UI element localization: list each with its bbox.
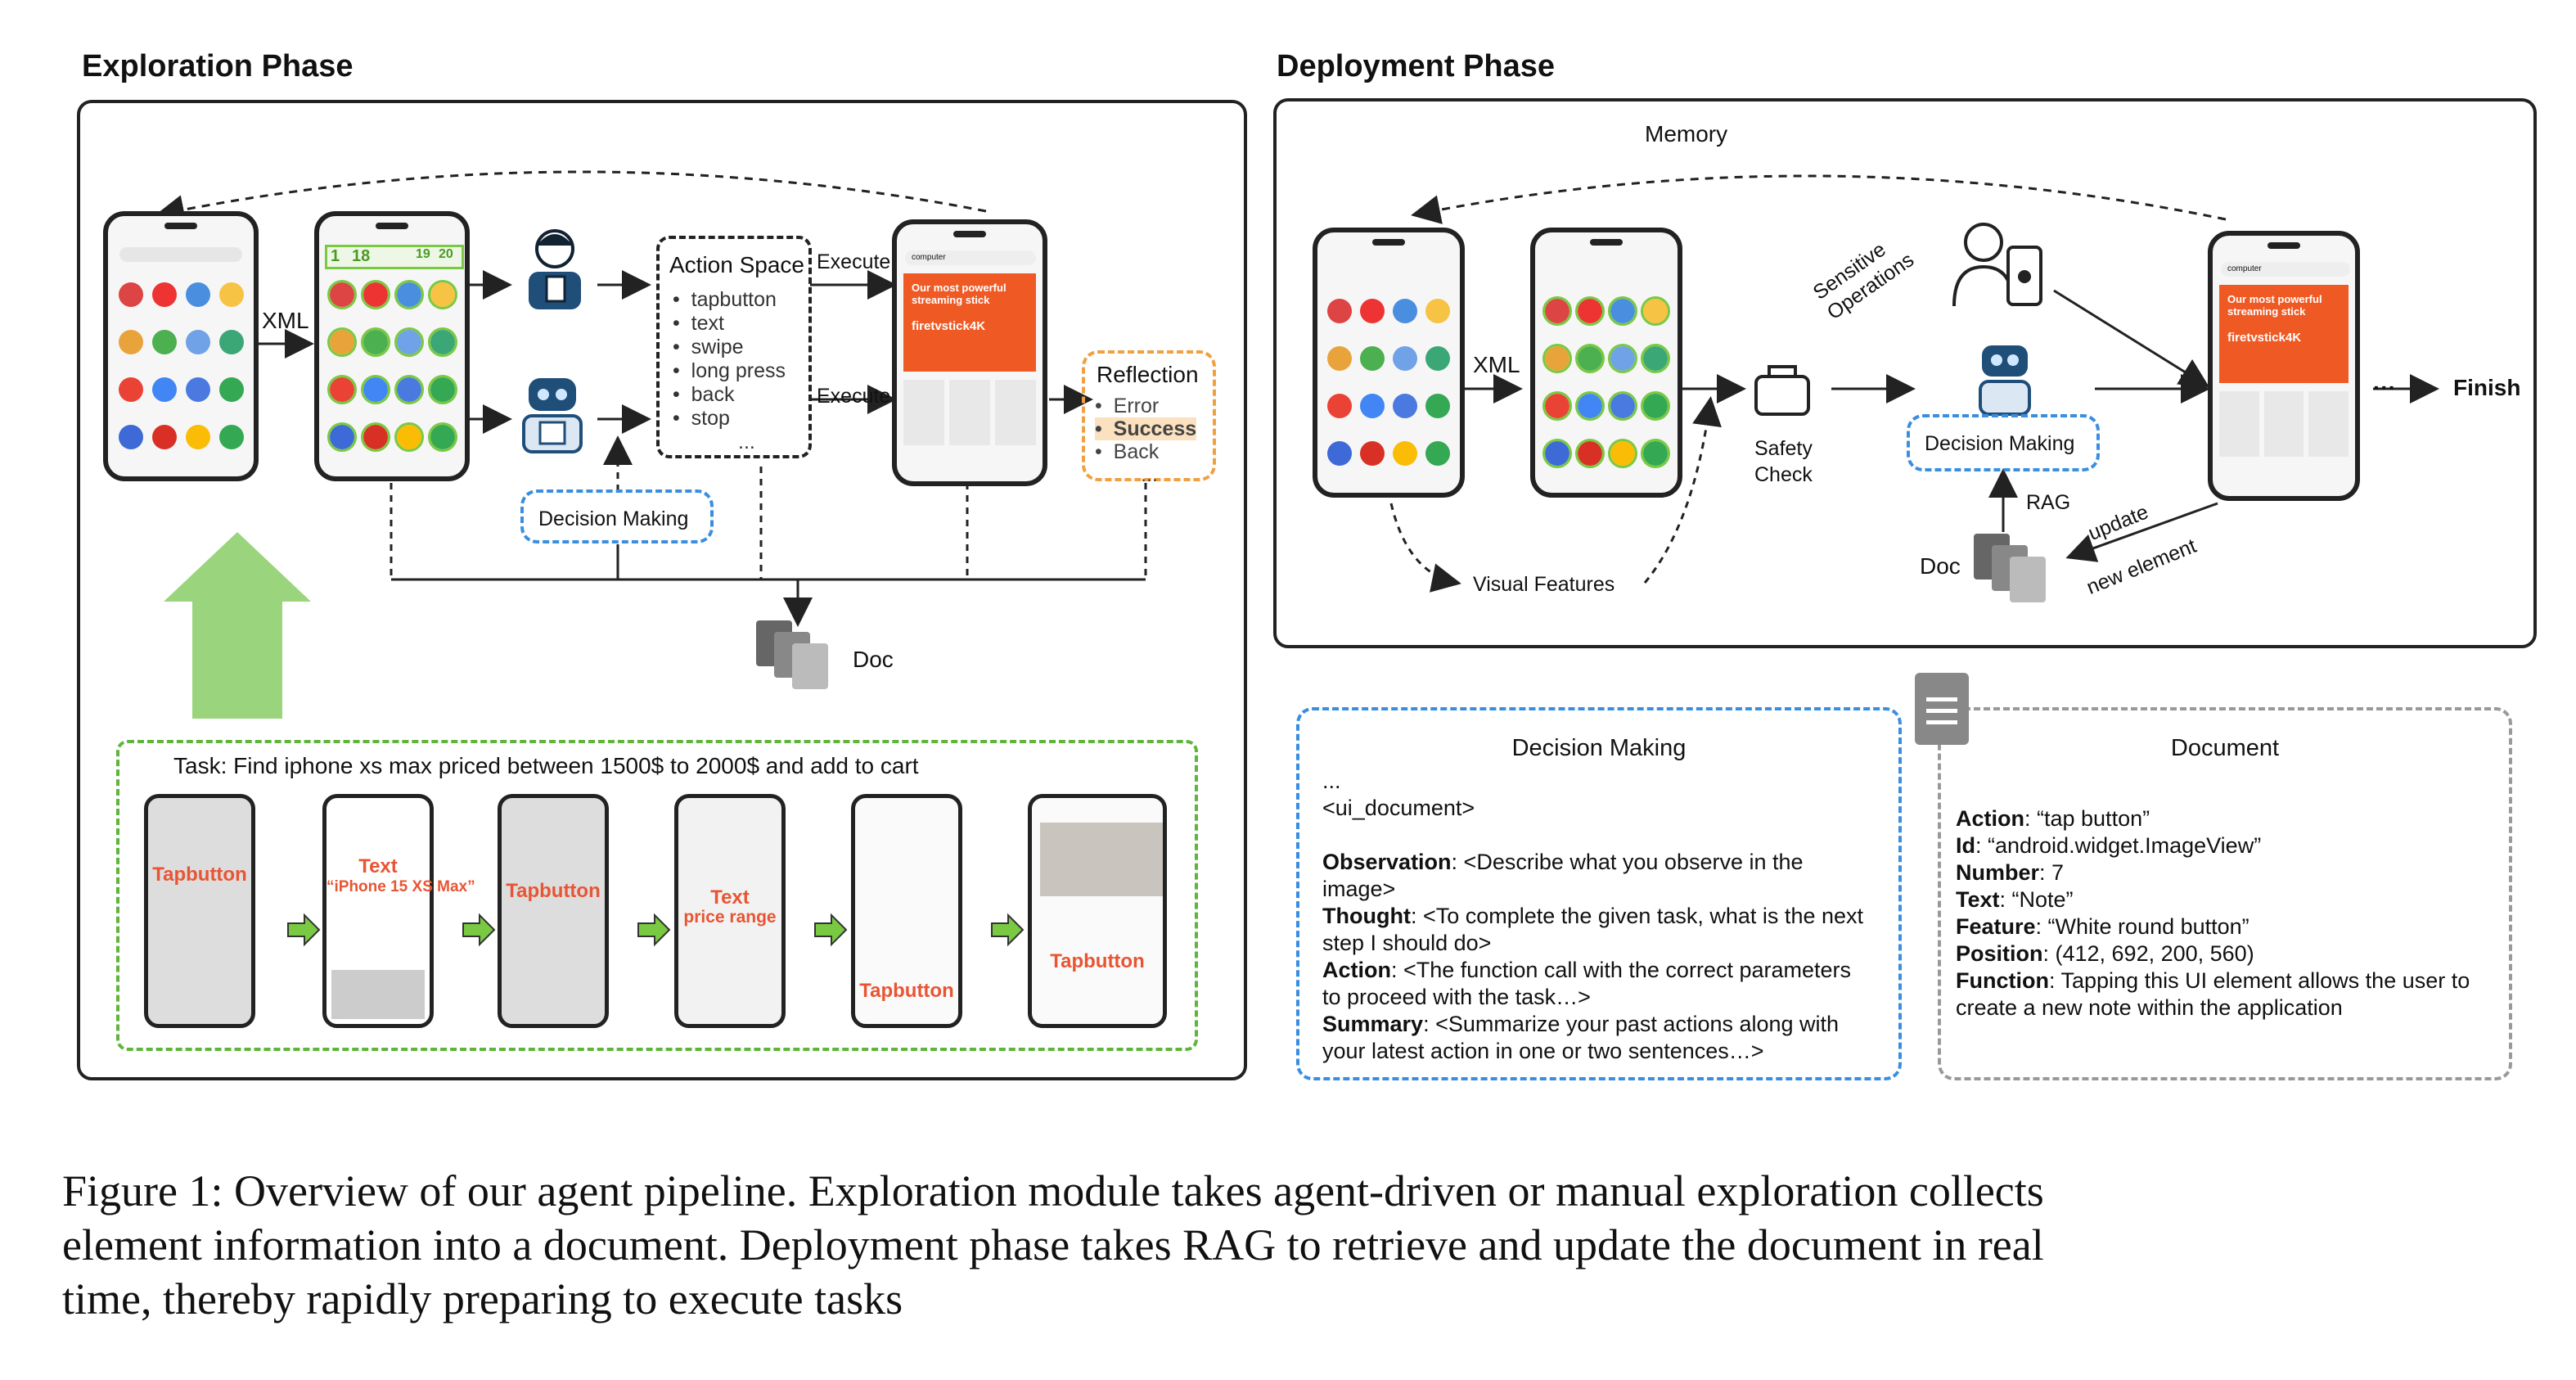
task-step-phone-6: Tapbutton (1028, 794, 1167, 1028)
green-up-arrow (164, 532, 311, 719)
keyboard (331, 970, 425, 1019)
finish-label: Finish (2453, 375, 2521, 400)
visual-features-label: Visual Features (1473, 573, 1615, 596)
step-label: Tapbutton (506, 880, 601, 902)
step-label: Text (710, 886, 750, 909)
step-label: price range (683, 908, 777, 927)
reflection-item-success: • Success (1095, 417, 1197, 440)
action-item: • stop (673, 407, 730, 430)
safety-check-icon (1750, 362, 1815, 419)
action-item: • long press (673, 359, 786, 382)
task-step-phone-4: Text price range (674, 794, 786, 1028)
task-description: Task: Find iphone xs max priced between … (173, 753, 919, 778)
action-space-box: Action Space • tapbutton • text • swipe … (656, 236, 812, 458)
reflection-item: • Back (1095, 440, 1160, 463)
rag-label: RAG (2026, 491, 2071, 514)
step-label: Tapbutton (859, 980, 954, 1002)
step-label: Tapbutton (152, 864, 247, 886)
step-label: Text (358, 855, 398, 877)
doc-icon (756, 620, 846, 694)
deploy-home-phone (1313, 228, 1465, 498)
document-icon (1915, 673, 1969, 745)
decision-box-title: Decision Making (1511, 735, 1687, 761)
action-item: • text (673, 312, 724, 335)
xml-label: XML (262, 308, 309, 333)
action-item: • tapbutton (673, 288, 777, 311)
doc-icon (1974, 534, 2064, 616)
task-trajectory-box: Task: Find iphone xs max priced between … (116, 740, 1198, 1051)
labelled-screen-phone: 1 18 19 20 (314, 211, 470, 481)
document-box-body: Action: “tap button” Id: “android.widget… (1956, 806, 2470, 1020)
exploration-panel (77, 100, 1247, 1080)
som-number: 1 (331, 247, 340, 265)
robot-agent-icon (507, 368, 597, 458)
doc-label: Doc (1920, 553, 1961, 579)
document-box-title: Document (2170, 735, 2280, 761)
task-step-phone-5: Tapbutton (851, 794, 962, 1028)
home-screen-phone (103, 211, 259, 481)
som-number: 19 (416, 247, 430, 261)
xml-label: XML (1473, 352, 1520, 377)
execute-label-top: Execute (817, 250, 891, 273)
human-phone-icon (1948, 214, 2054, 313)
step-label: “iPhone 15 XS Max” (327, 878, 475, 895)
memory-loop-arc (1411, 174, 2227, 224)
execute-label-bottom: Execute (817, 385, 891, 408)
reflection-item: • Error (1095, 395, 1160, 417)
task-step-phone-3: Tapbutton (498, 794, 609, 1028)
document-detail-box: Document Action: “tap button” Id: “andro… (1938, 707, 2512, 1080)
decision-making-prompt-box: Decision Making ... <ui_document> Observ… (1296, 707, 1902, 1080)
task-step-phone-1: Tapbutton (144, 794, 255, 1028)
human-operator-icon (514, 223, 596, 313)
task-step-phone-2: Text “iPhone 15 XS Max” (322, 794, 475, 1028)
search-bar (119, 247, 242, 262)
action-space-title: Action Space (669, 252, 804, 277)
deployment-phase-title: Deployment Phase (1277, 49, 1555, 83)
ellipsis: ··· (2373, 375, 2396, 400)
action-space-list: • tapbutton • text • swipe • long press … (673, 288, 786, 454)
doc-label: Doc (853, 647, 894, 672)
exploration-loop-arc (155, 170, 987, 224)
decision-box-body: ... <ui_document> Observation: <Describe… (1322, 769, 1864, 1063)
step-label: Tapbutton (1050, 950, 1145, 972)
robot-agent-icon (1964, 339, 2046, 421)
som-number: 18 (352, 247, 371, 265)
reflection-title: Reflection (1097, 362, 1199, 387)
action-ellipsis: ... (738, 431, 755, 453)
decision-making-box: Decision Making (1907, 414, 2100, 471)
decision-making-box: Decision Making (520, 489, 714, 543)
figure-caption: Figure 1: Overview of our agent pipeline… (62, 1166, 2044, 1324)
action-item: • swipe (673, 336, 744, 359)
deploy-labelled-phone (1530, 228, 1682, 498)
memory-label: Memory (1645, 121, 1728, 147)
exploration-phase-title: Exploration Phase (82, 49, 354, 83)
shop-search: computer (905, 250, 1036, 265)
reflection-box: Reflection • Error • Success • Back ... (1082, 350, 1216, 486)
deployment-panel (1273, 98, 2537, 648)
som-number: 20 (439, 247, 453, 261)
action-item: • back (673, 383, 735, 406)
